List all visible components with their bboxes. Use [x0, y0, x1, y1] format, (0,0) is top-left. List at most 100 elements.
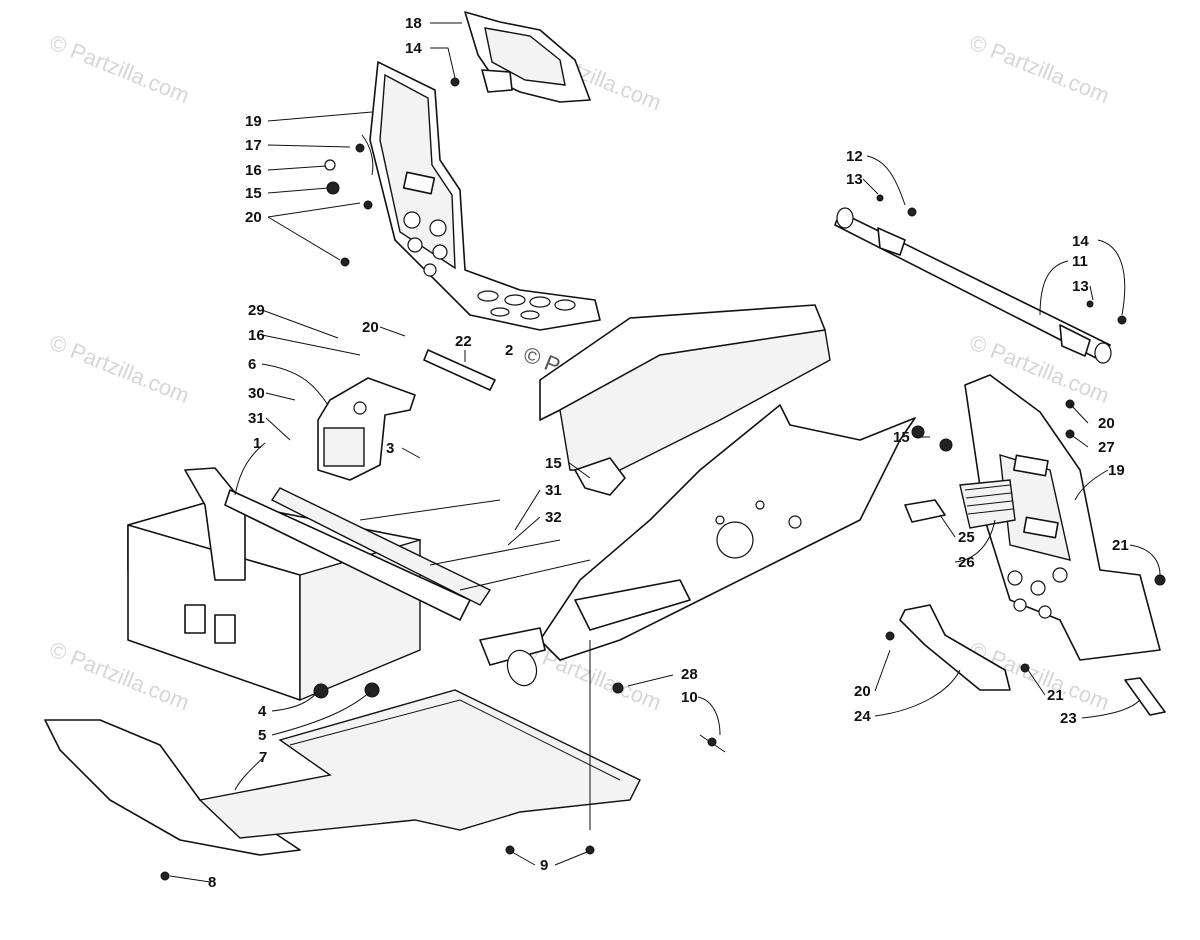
- callout-label: 16: [245, 162, 262, 179]
- side-panel-part: [964, 374, 1161, 661]
- callout-label: 24: [854, 708, 871, 725]
- callout-label: 25: [958, 529, 975, 546]
- bracket-hole: [407, 237, 423, 253]
- bracket-hole: [554, 299, 576, 311]
- callout-label: 21: [1047, 687, 1064, 704]
- bracket-slot: [402, 171, 436, 195]
- bracket-hole: [423, 263, 437, 277]
- callout-labels: 18 14 19 17 16 15 20 12 13 14 11 13 29 1…: [208, 15, 1129, 891]
- callout-label: 19: [245, 113, 262, 130]
- belly-pan-assembly: [44, 682, 726, 881]
- nut-part: [939, 438, 953, 452]
- screw-part: [355, 143, 365, 153]
- bracket-hole: [504, 294, 526, 306]
- bracket-hole: [429, 219, 447, 237]
- panel-hole: [1052, 567, 1068, 583]
- nut-part: [326, 181, 340, 195]
- rivet-part: [340, 257, 350, 267]
- callout-label: 14: [405, 40, 422, 57]
- panel-hole: [1013, 598, 1027, 612]
- callout-label: 15: [245, 185, 262, 202]
- rivet-part: [363, 200, 373, 210]
- watermark: © Partzilla.com: [966, 29, 1113, 108]
- strip-part: [1124, 677, 1166, 716]
- rivet-part: [160, 871, 170, 881]
- panel-slot: [1023, 516, 1059, 539]
- callout-label: 23: [1060, 710, 1077, 727]
- callout-label: 20: [245, 209, 262, 226]
- wire-clip: [361, 134, 374, 176]
- callout-label: 14: [1072, 233, 1089, 250]
- leader-lines: [169, 22, 1161, 883]
- steering-block-face: [323, 427, 365, 467]
- callout-label: 29: [248, 302, 265, 319]
- dash-cover-boss: [481, 69, 513, 93]
- bolt-part: [876, 194, 884, 202]
- callout-label: 12: [846, 148, 863, 165]
- tube-bracket: [877, 227, 906, 256]
- callout-label: 10: [681, 689, 698, 706]
- steering-block-hole: [353, 401, 367, 415]
- rivet-part: [585, 845, 595, 855]
- callout-label: 30: [248, 385, 265, 402]
- callout-label: 31: [545, 482, 562, 499]
- clamp-part: [574, 457, 626, 496]
- tube-end: [836, 207, 854, 229]
- washer-part: [324, 159, 336, 171]
- watermark: © Partzilla.com: [46, 329, 193, 408]
- callout-label: 17: [245, 137, 262, 154]
- plate-hole: [788, 515, 802, 529]
- callout-label: 20: [1098, 415, 1115, 432]
- callout-label: 19: [1108, 462, 1125, 479]
- dash-cover-inner: [484, 27, 566, 86]
- callout-label: 9: [540, 857, 548, 874]
- plate-hole: [715, 515, 725, 525]
- callout-label: 22: [455, 333, 472, 350]
- cross-member: [429, 539, 561, 566]
- bolt-part: [1086, 300, 1094, 308]
- tube-end: [506, 649, 538, 687]
- bracket-hole: [529, 296, 551, 308]
- rivet-part: [1154, 574, 1166, 586]
- bracket-hole: [403, 211, 421, 229]
- steering-support-assembly: [324, 11, 601, 331]
- tab-part: [904, 499, 946, 523]
- callout-label: 28: [681, 666, 698, 683]
- callout-label: 21: [1112, 537, 1129, 554]
- belly-pan-edge: [289, 699, 621, 781]
- panel-hole: [1038, 605, 1052, 619]
- callout-label: 16: [248, 327, 265, 344]
- panel-hole: [1007, 570, 1023, 586]
- callout-label: 13: [846, 171, 863, 188]
- tube-end: [1094, 342, 1112, 364]
- bracket-hole: [432, 244, 448, 260]
- cross-tube: [479, 627, 546, 666]
- panel-hole: [1030, 580, 1046, 596]
- rivet-part: [1020, 663, 1030, 673]
- callout-label: 26: [958, 554, 975, 571]
- callout-label: 5: [258, 727, 266, 744]
- callout-label: 3: [386, 440, 394, 457]
- plate-hole: [755, 500, 765, 510]
- callout-label: 31: [248, 410, 265, 427]
- chassis-frame: [127, 304, 916, 702]
- callout-label: 2: [505, 342, 513, 359]
- bumper-slot: [214, 614, 236, 644]
- panel-slot: [1013, 454, 1049, 477]
- callout-label: 15: [545, 455, 562, 472]
- mesh-lines: [964, 484, 1014, 515]
- callout-label: 18: [405, 15, 422, 32]
- bolt-part: [1117, 315, 1127, 325]
- bracket-hole: [520, 310, 540, 320]
- belly-pan-part: [198, 689, 641, 839]
- watermark: © Partzilla.com: [46, 29, 193, 108]
- callout-label: 7: [259, 749, 267, 766]
- nut-part: [907, 207, 917, 217]
- callout-label: 11: [1072, 253, 1088, 270]
- strap-part: [423, 349, 496, 391]
- plate-slot-rail: [574, 579, 691, 631]
- bumper-slot: [184, 604, 206, 634]
- callout-label: 20: [362, 319, 379, 336]
- callout-label: 8: [208, 874, 216, 891]
